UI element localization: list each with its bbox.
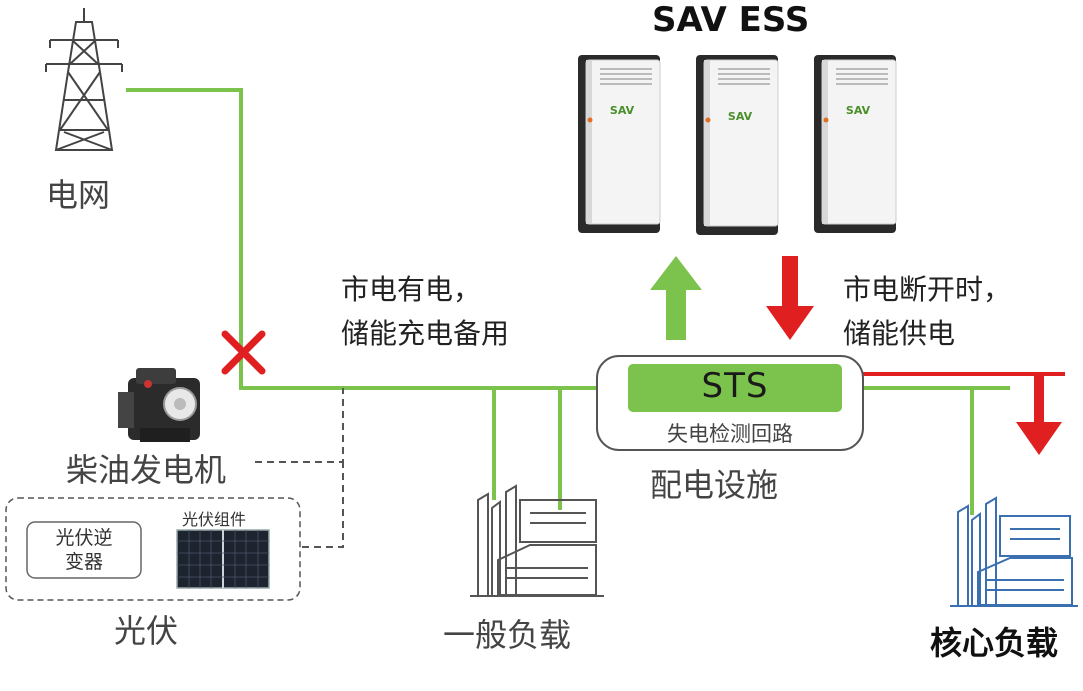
transmission-tower-icon [45,8,123,151]
sts-label: STS [701,366,769,406]
general-load-factory-icon [470,484,604,597]
pv-label: 光伏 [114,612,179,650]
solar-panel-icon [176,529,270,589]
pv-module-label: 光伏组件 [182,510,247,529]
generator-label: 柴油发电机 [66,451,227,489]
pv-inverter-box [26,521,142,579]
disconnect-x-icon [221,330,266,375]
battery-cabinet-2: SAV [696,55,779,235]
discharge-down-arrow-icon [766,256,814,340]
cabinet-logo-text: SAV [846,104,871,117]
pv-inverter-label: 光伏逆 变器 [55,527,113,573]
backup-dashed-lines [255,388,344,548]
sts-sub-label: 失电检测回路 [667,422,793,446]
note-grid-off-line1: 市电断开时， [843,273,1012,306]
cabinet-logo-text: SAV [728,110,753,123]
charge-up-arrow-icon [650,256,702,340]
battery-cabinet-3: SAV [814,55,897,233]
core-load-down-arrow-icon [1016,374,1062,455]
note-grid-off-line2: 储能供电 [843,317,956,350]
diagram-title: SAV ESS [652,0,810,40]
green-power-lines [126,88,1010,515]
core-load-label: 核心负载 [930,624,1059,662]
cabinet-logo-text: SAV [610,104,635,117]
battery-cabinet-1: SAV [578,55,661,233]
distribution-label: 配电设施 [650,466,779,504]
diesel-generator-icon [118,368,200,442]
sts-box [628,364,842,412]
note-grid-on-line1: 市电有电， [341,273,482,306]
general-load-label: 一般负载 [443,616,572,654]
pv-group-box [5,497,301,601]
grid-label: 电网 [46,176,111,214]
note-grid-on-line2: 储能充电备用 [341,317,510,350]
core-load-factory-icon [950,496,1078,607]
